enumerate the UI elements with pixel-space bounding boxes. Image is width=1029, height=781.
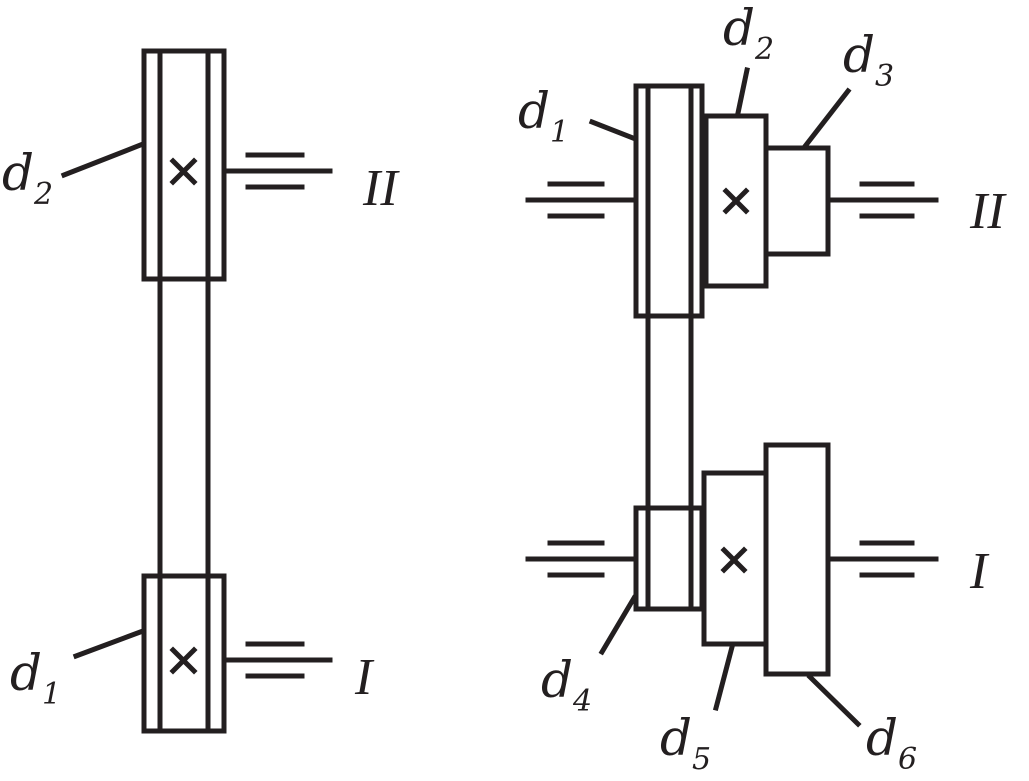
left-top-pulley: [141, 48, 227, 282]
right-d6-leader: [806, 673, 862, 728]
right-bottom-shaft-right: [827, 540, 939, 578]
left-top-pulley-label: d2: [2, 144, 53, 212]
right-belt-drive: d1 d2 d3 d4 d5 d6 II I: [518, 0, 1007, 777]
right-d1-leader: [588, 118, 637, 142]
right-lower-center-mark: [720, 546, 748, 574]
left-top-pulley-leader: [60, 140, 147, 179]
right-d6-label: d6: [866, 709, 917, 777]
right-upper-center-mark: [722, 187, 750, 215]
right-d4-leader: [598, 594, 638, 656]
right-pulley-d6: [763, 442, 831, 677]
right-d3-label: d3: [843, 26, 894, 94]
right-d5-label: d5: [660, 709, 711, 777]
left-top-shaft-label: II: [362, 160, 400, 217]
left-belt: [157, 48, 211, 734]
left-top-shaft: [225, 152, 333, 190]
right-d4-label: d4: [541, 651, 592, 719]
right-d1-label: d1: [518, 82, 569, 150]
right-pulley-d3: [763, 145, 831, 257]
right-top-shaft-label: II: [969, 183, 1007, 240]
right-bottom-shaft-left: [525, 540, 637, 578]
left-bottom-shaft: [225, 641, 333, 679]
right-top-shaft-right: [827, 181, 939, 219]
left-bottom-pulley-leader: [72, 627, 147, 660]
right-pulley-d2: [703, 113, 769, 289]
left-top-pulley-center-mark: [169, 157, 198, 186]
left-bottom-shaft-label: I: [354, 649, 375, 706]
right-d2-leader: [735, 67, 750, 116]
right-bottom-shaft-label: I: [969, 543, 990, 600]
right-d3-leader: [802, 87, 852, 149]
left-bottom-pulley: [141, 573, 227, 734]
right-d2-label: d2: [723, 0, 774, 67]
left-bottom-pulley-label: d1: [10, 644, 61, 712]
right-d5-leader: [712, 643, 736, 712]
left-bottom-pulley-center-mark: [169, 646, 198, 675]
right-belt: [645, 83, 694, 612]
right-top-shaft-left: [525, 181, 637, 219]
left-belt-drive: d2 d1 II I: [2, 48, 400, 734]
